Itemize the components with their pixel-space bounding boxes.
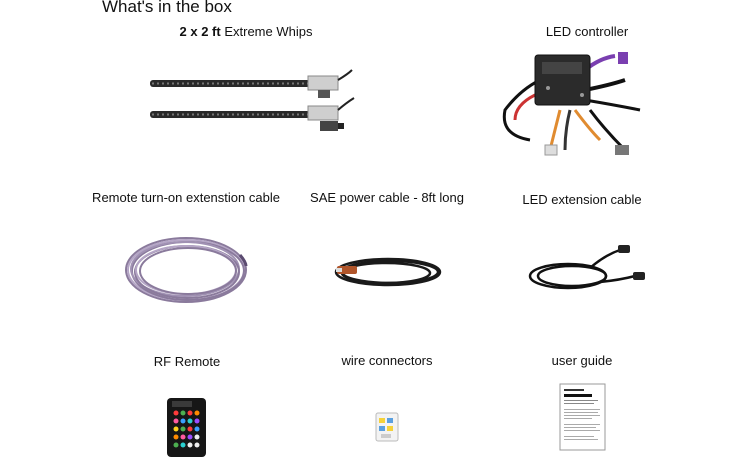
caption-wire-connectors: wire connectors [341, 353, 433, 368]
caption-remote-turn-on-cable: Remote turn-on extenstion cable [92, 190, 280, 205]
whips-quantity: 2 x 2 ft [179, 24, 221, 39]
caption-rf-remote: RF Remote [153, 354, 221, 369]
whips-label: Extreme Whips [224, 24, 313, 39]
caption-led-controller: LED controller [545, 24, 629, 39]
whip-2 [150, 97, 355, 131]
caption-user-guide: user guide [551, 353, 613, 368]
caption-led-extension-cable: LED extension cable [522, 192, 642, 207]
page-title: What's in the box [102, 0, 232, 16]
whip-1 [150, 69, 353, 98]
caption-whips: 2 x 2 ft Extreme Whips [180, 24, 313, 39]
caption-sae-power-cable: SAE power cable - 8ft long [310, 190, 464, 205]
